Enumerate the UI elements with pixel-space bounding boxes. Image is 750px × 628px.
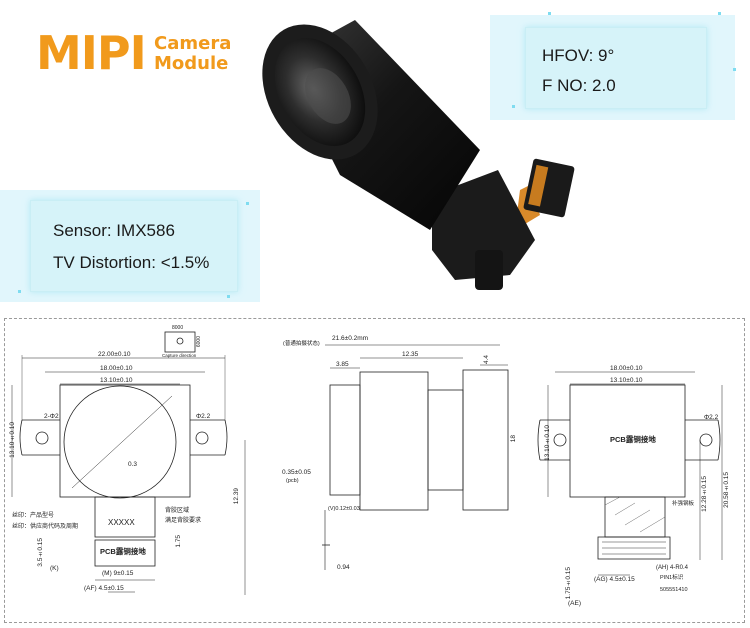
decor-spark bbox=[18, 290, 21, 293]
connector-contacts bbox=[528, 164, 549, 207]
spec-panel-optics: HFOV: 9° F NO: 2.0 bbox=[525, 27, 707, 109]
dim-side-total: 21.6±0.2mm bbox=[332, 335, 369, 342]
dim-side-pcb: 0.35±0.05 bbox=[282, 469, 311, 476]
dim-back-height-right1: 12.28±0.15 bbox=[701, 476, 708, 512]
label-back-pcb: PCB露铜接地 bbox=[610, 435, 656, 444]
label-note-adhesive-area: 背胶区域 bbox=[165, 508, 190, 514]
dim-front-bottom-width: (M) 9±0.15 bbox=[102, 570, 134, 577]
spec-sensor: Sensor: IMX586 bbox=[53, 221, 175, 240]
decor-spark bbox=[512, 105, 515, 108]
decor-spark bbox=[718, 12, 721, 15]
flex-connector bbox=[523, 158, 575, 218]
dim-front-width-inner: 13.10±0.10 bbox=[100, 377, 133, 384]
label-note-adhesive-req: 满足背胶要求 bbox=[165, 518, 202, 524]
lens-holder bbox=[432, 170, 535, 280]
spec-hfov: HFOV: 9° bbox=[542, 46, 615, 65]
capture-box-caption: Capture direction bbox=[162, 353, 197, 358]
dim-side-stiffener: (V)0.12±0.03 bbox=[328, 506, 360, 512]
dim-front-width-mid: 18.00±0.10 bbox=[100, 365, 133, 372]
decor-spark bbox=[246, 202, 249, 205]
dim-front-hole-right: Φ2.2 bbox=[196, 413, 211, 420]
dim-front-hole-left: 2-Φ2 bbox=[44, 413, 59, 420]
dim-front-width-total: 22.00±0.10 bbox=[98, 351, 131, 358]
dim-side-note: (普通拍摄状态) bbox=[283, 341, 320, 347]
dim-back-height-right2: 20.58±0.15 bbox=[723, 472, 730, 508]
decor-spark bbox=[227, 295, 230, 298]
dim-front-bottom-offset-tag: (K) bbox=[50, 565, 59, 572]
dim-front-flex-height: 1.75 bbox=[175, 535, 182, 548]
dim-back-hole: Φ2.2 bbox=[704, 414, 719, 421]
dim-side-front: 3.85 bbox=[336, 361, 349, 368]
decor-spark bbox=[733, 68, 736, 71]
dim-back-offset-tag: (AE) bbox=[568, 600, 581, 607]
label-pin1: PIN1标识 bbox=[660, 575, 684, 581]
spec-fno: F NO: 2.0 bbox=[542, 76, 616, 95]
lens-reflection bbox=[305, 68, 351, 124]
label-note-vendor: 丝印：供应商代码及周期 bbox=[12, 524, 79, 530]
brand-subtitle: Camera Module bbox=[154, 34, 231, 74]
label-front-pcb: PCB露铜接地 bbox=[100, 547, 146, 556]
technical-drawing-frame bbox=[4, 318, 745, 623]
dim-front-height-right: 12.39 bbox=[233, 488, 240, 505]
dim-side-height: 18 bbox=[510, 435, 517, 443]
dim-back-width-inner: 13.10±0.10 bbox=[610, 377, 643, 384]
mount-tab bbox=[475, 250, 503, 290]
dim-front-height-left: 13.10±0.10 bbox=[9, 422, 16, 458]
label-part-number: 505551410 bbox=[660, 587, 688, 593]
label-connector-radius: (AH) 4-R0.4 bbox=[656, 565, 689, 571]
label-stiffener: 补强钢板 bbox=[672, 501, 695, 507]
dim-side-flex: 0.94 bbox=[337, 564, 350, 571]
label-sensor-mark: XXXXX bbox=[108, 518, 135, 527]
spec-distortion: TV Distortion: <1.5% bbox=[53, 253, 210, 272]
dim-side-tail: 4.4 bbox=[483, 355, 490, 365]
capture-box-top: 8000 bbox=[172, 325, 184, 331]
dim-back-offset: 1.75±0.15 bbox=[565, 567, 572, 600]
spec-panel-sensor: Sensor: IMX586 TV Distortion: <1.5% bbox=[30, 200, 238, 292]
dim-front-bottom-offset: 3.5±0.15 bbox=[37, 538, 44, 567]
dim-side-body: 12.35 bbox=[402, 351, 419, 358]
capture-box-side: 6000 bbox=[196, 336, 202, 348]
label-note-model: 丝印：产品型号 bbox=[12, 513, 55, 519]
dim-front-center: 0.3 bbox=[128, 461, 138, 468]
dim-back-width-mid: 18.00±0.10 bbox=[610, 365, 643, 372]
brand-logo-mipi: MIPI bbox=[36, 26, 147, 80]
brand-subtitle-line2: Module bbox=[154, 52, 229, 74]
decor-spark bbox=[548, 12, 551, 15]
camera-module-photo bbox=[262, 20, 575, 290]
dim-back-bottom: (AG) 4.5±0.15 bbox=[594, 576, 635, 583]
dim-back-height-left: 13.10±0.10 bbox=[544, 425, 551, 461]
dim-front-bottom-width2: (AF) 4.5±0.15 bbox=[84, 585, 124, 592]
brand-subtitle-line1: Camera bbox=[154, 33, 232, 54]
dim-side-pcb-tag: (pcb) bbox=[286, 478, 299, 484]
